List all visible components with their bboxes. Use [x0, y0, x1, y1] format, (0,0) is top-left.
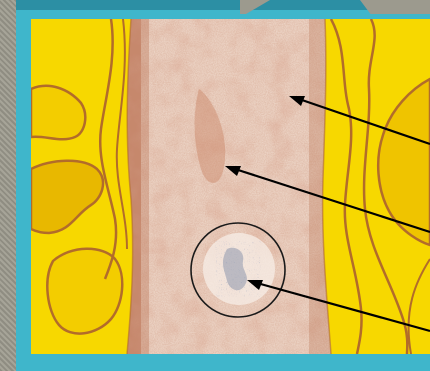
frame-notch-right: [360, 0, 430, 14]
micrograph-viewport: [31, 19, 430, 354]
speckle-cluster: [215, 241, 261, 297]
micrograph-illustration: [31, 19, 430, 354]
vessel-group: [111, 19, 351, 354]
